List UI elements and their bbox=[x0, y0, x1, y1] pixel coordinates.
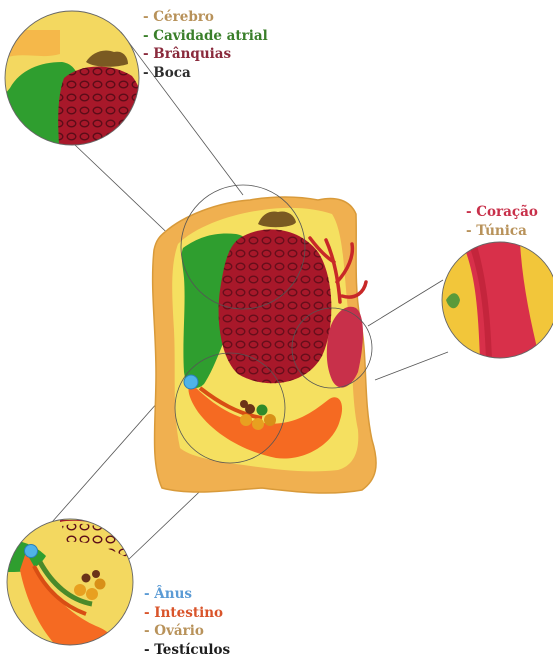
label-mouth: - Boca bbox=[143, 64, 268, 83]
label-anus: - Ânus bbox=[144, 585, 230, 604]
anus bbox=[184, 375, 198, 389]
label-group-head: - Cérebro - Cavidade atrial - Brânquias … bbox=[143, 8, 268, 82]
label-testicles: - Testículos bbox=[144, 641, 230, 659]
label-heart: - Coração bbox=[466, 203, 538, 222]
label-tunic: - Túnica bbox=[466, 222, 538, 241]
label-atrial-cavity: - Cavidade atrial bbox=[143, 27, 268, 46]
label-group-gut: - Ânus - Intestino - Ovário - Testículos bbox=[144, 585, 230, 659]
label-ovary: - Ovário bbox=[144, 622, 230, 641]
label-intestine: - Intestino bbox=[144, 604, 230, 623]
inset-right-heart bbox=[440, 240, 553, 360]
label-brain: - Cérebro bbox=[143, 8, 268, 27]
inset-top-head bbox=[0, 0, 150, 160]
label-gills: - Brânquias bbox=[143, 45, 268, 64]
tunicate-model bbox=[153, 197, 376, 493]
inset-bottom-gut bbox=[0, 515, 140, 650]
label-group-heart: - Coração - Túnica bbox=[466, 203, 538, 240]
